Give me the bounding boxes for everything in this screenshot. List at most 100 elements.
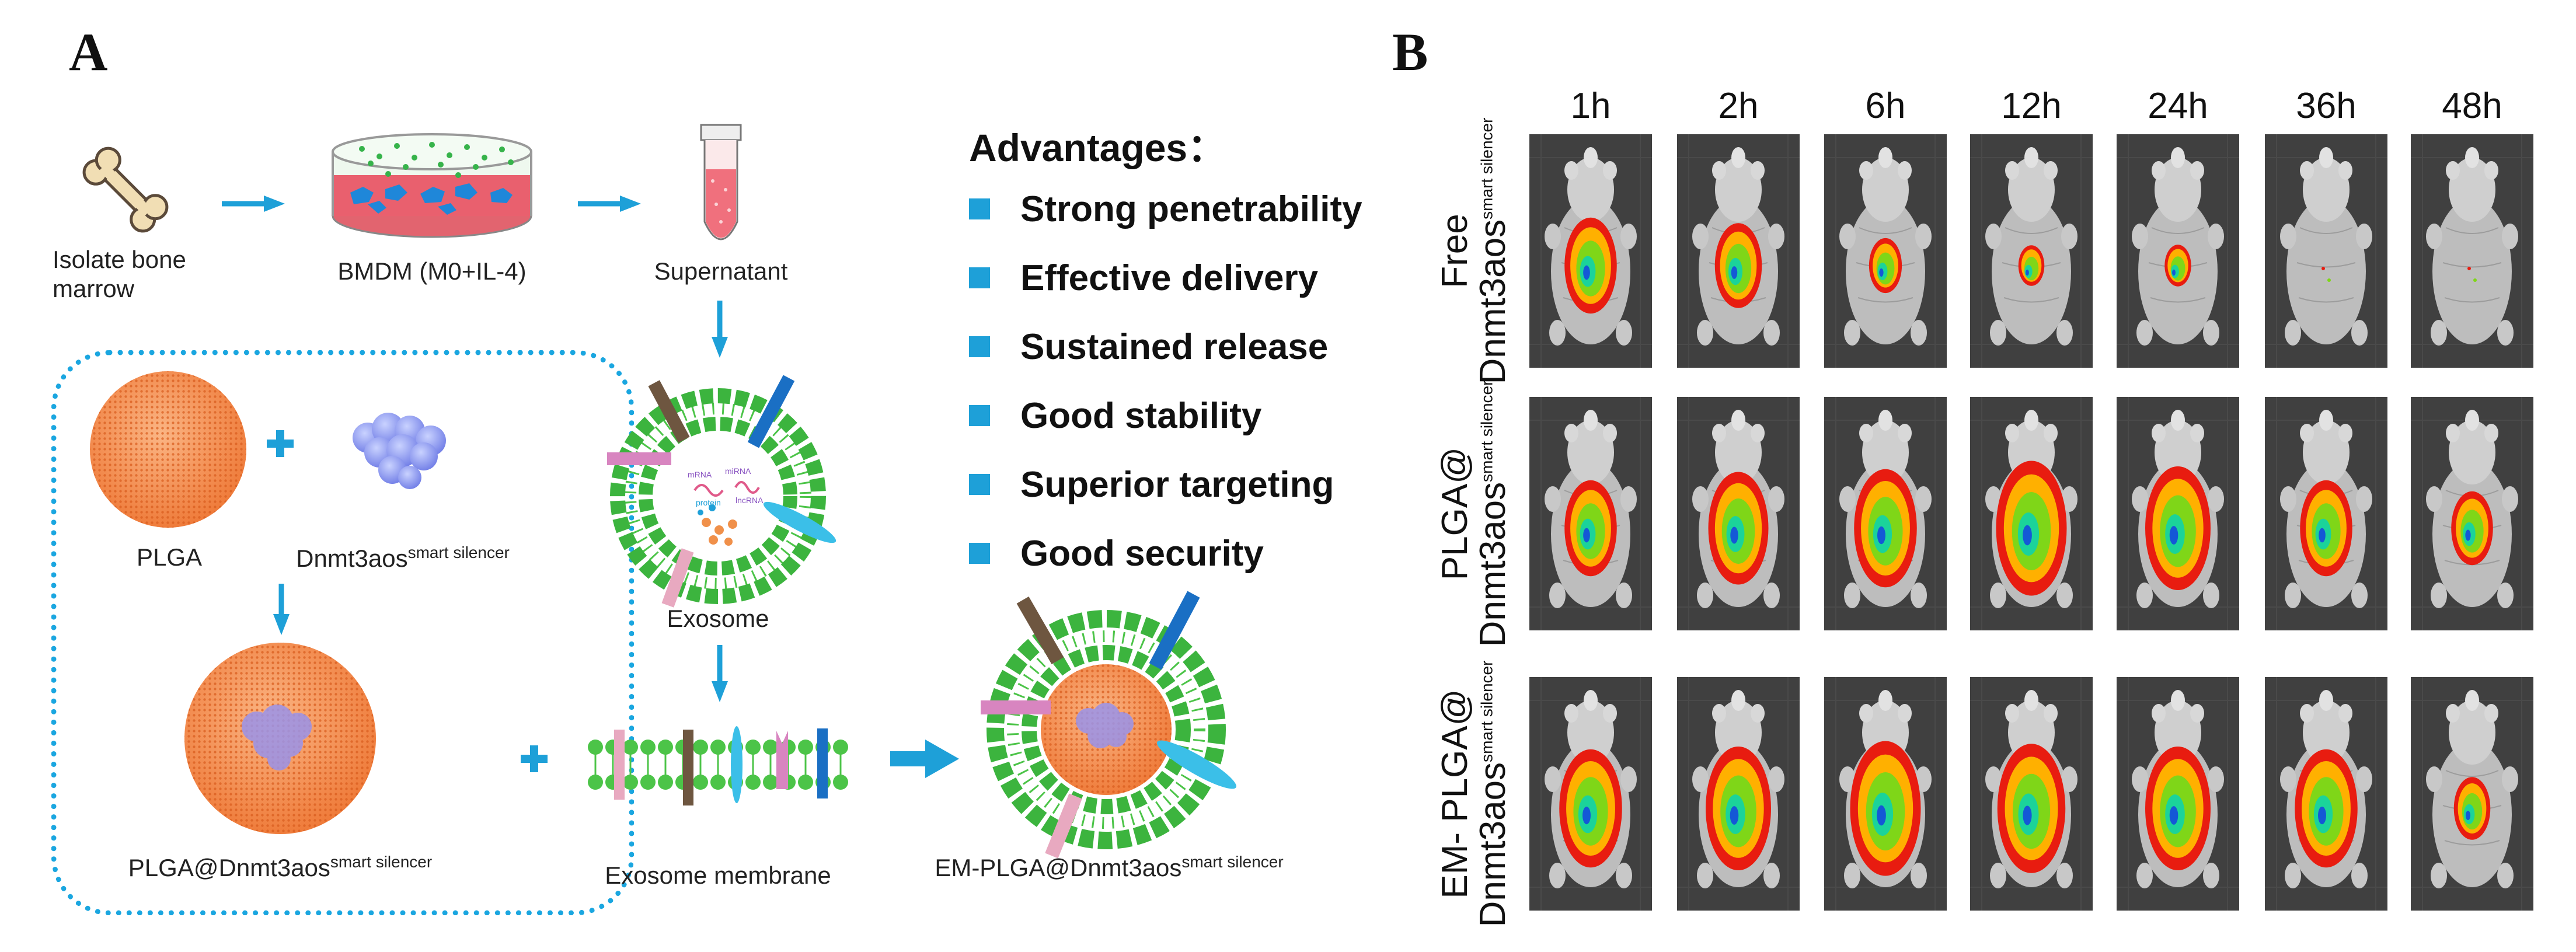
mouse-fluorescence-image	[1677, 677, 1800, 911]
em-plga-nanoparticle-icon	[981, 591, 1237, 859]
supernatant-label: Supernatant	[654, 257, 788, 285]
mouse-fluorescence-image	[2265, 134, 2387, 368]
group-row-label-line1: PLGA@	[1435, 447, 1475, 581]
arrow-to-em-plga	[890, 740, 959, 778]
dnmt-label-sup: smart silencer	[407, 543, 510, 562]
exosome-membrane-icon	[588, 726, 848, 805]
mouse-fluorescence-image	[1824, 134, 1947, 368]
group-row-label-line1: Free	[1435, 214, 1475, 288]
plga-loaded-nanoparticle-icon	[184, 643, 376, 834]
advantages-box: Advantages： Strong penetrability Effecti…	[969, 117, 1424, 577]
arrow-tube-to-exosome	[712, 301, 728, 358]
group-row-label-sup: smart silencer	[1477, 660, 1496, 762]
group-row-label-line1: EM- PLGA@	[1435, 689, 1475, 899]
mouse-fluorescence-image	[2265, 677, 2387, 911]
group-row-label-text: Dnmt3aos	[1473, 219, 1514, 385]
centrifuge-tube-icon	[700, 124, 742, 240]
panel-label-a: A	[69, 22, 108, 82]
advantages-title: Advantages：	[969, 126, 1226, 169]
bullet-icon	[969, 405, 990, 426]
group-row-label-line2: Dnmt3aossmart silencer	[1473, 117, 1514, 385]
plga-loading-box	[51, 350, 634, 915]
advantage-item: Good security	[969, 530, 1424, 577]
culture-dish-icon	[332, 133, 532, 238]
silencer-molecule-icon	[353, 413, 446, 489]
panel-label-b: B	[1392, 22, 1428, 82]
bullet-icon	[969, 474, 990, 495]
plga-nanoparticle-icon	[90, 371, 246, 528]
advantage-item: Effective delivery	[969, 254, 1424, 301]
bullet-icon	[969, 543, 990, 564]
isolate-label-line1: Isolate bone	[53, 246, 186, 273]
mouse-fluorescence-image	[1970, 677, 2093, 911]
timepoint-label: 36h	[2296, 86, 2357, 126]
mouse-fluorescence-image	[2117, 397, 2239, 630]
bullet-icon	[969, 267, 990, 288]
mouse-fluorescence-image	[1677, 397, 1800, 630]
advantage-item: Strong penetrability	[969, 186, 1424, 232]
mouse-fluorescence-image	[1824, 677, 1947, 911]
arrow-bone-to-dish	[222, 196, 285, 212]
em-plga-label-text: EM-PLGA@Dnmt3aos	[935, 854, 1182, 881]
advantage-text: Good security	[1020, 533, 1264, 574]
mouse-fluorescence-image	[1824, 397, 1947, 630]
advantage-item: Good stability	[969, 392, 1424, 439]
exosome-lncrna-text: lncRNA	[735, 496, 764, 505]
plus-icon	[267, 430, 294, 457]
mouse-fluorescence-image	[2117, 677, 2239, 911]
group-row-label-text: Dnmt3aos	[1473, 482, 1514, 647]
mouse-fluorescence-image	[1970, 397, 2093, 630]
exosome-label: Exosome	[667, 605, 769, 632]
isolate-label-line2: marrow	[53, 275, 135, 303]
mouse-fluorescence-image	[1970, 134, 2093, 368]
timepoint-label: 48h	[2442, 86, 2502, 126]
mouse-fluorescence-image	[2117, 134, 2239, 368]
advantage-item: Superior targeting	[969, 461, 1424, 508]
timepoint-label: 1h	[1570, 86, 1611, 126]
advantage-text: Superior targeting	[1020, 464, 1334, 505]
arrow-dish-to-tube	[578, 196, 641, 212]
mouse-fluorescence-image	[2411, 134, 2533, 368]
em-plga-label: EM-PLGA@Dnmt3aossmart silencer	[922, 852, 1296, 883]
mouse-fluorescence-image	[1529, 677, 1652, 911]
timepoint-label: 12h	[2001, 86, 2062, 126]
em-plga-label-sup: smart silencer	[1181, 853, 1284, 871]
plga-dnmt-label: PLGA@Dnmt3aossmart silencer	[117, 852, 444, 883]
plga-label: PLGA	[136, 543, 203, 571]
exosome-mrna-text: mRNA	[688, 470, 712, 479]
dnmt-label-text: Dnmt3aos	[296, 545, 408, 572]
advantage-text: Strong penetrability	[1020, 189, 1362, 229]
group-row-label: PLGA@Dnmt3aossmart silencer	[1435, 380, 1514, 647]
advantage-text: Good stability	[1020, 395, 1262, 436]
dnmt-label: Dnmt3aossmart silencer	[251, 543, 555, 573]
mouse-fluorescence-image	[2411, 677, 2533, 911]
arrow-exosome-down	[712, 645, 728, 702]
mouse-fluorescence-image	[1529, 134, 1652, 368]
mouse-fluorescence-image	[2265, 397, 2387, 630]
timepoint-label: 6h	[1865, 86, 1906, 126]
mouse-fluorescence-image	[1677, 134, 1800, 368]
mouse-fluorescence-image	[2411, 397, 2533, 630]
bmdm-label: BMDM (M0+IL-4)	[337, 257, 527, 285]
group-row-label: EM- PLGA@Dnmt3aossmart silencer	[1435, 660, 1514, 927]
bullet-icon	[969, 198, 990, 219]
advantage-text: Effective delivery	[1020, 257, 1319, 298]
timepoint-label: 24h	[2148, 86, 2208, 126]
group-row-label-line2: Dnmt3aossmart silencer	[1473, 660, 1514, 927]
group-row-label-sup: smart silencer	[1477, 117, 1496, 219]
plus-icon	[521, 745, 548, 772]
bullet-icon	[969, 336, 990, 357]
group-row-label-line2: Dnmt3aossmart silencer	[1473, 380, 1514, 647]
exosome-membrane-label: Exosome membrane	[605, 862, 831, 889]
advantage-text: Sustained release	[1020, 326, 1329, 367]
exosome-mirna-text: miRNA	[725, 466, 751, 476]
isolate-label: Isolate bone marrow	[53, 245, 204, 304]
bone-icon	[82, 147, 169, 233]
mouse-fluorescence-image	[1529, 397, 1652, 630]
group-row-label-text: Dnmt3aos	[1473, 762, 1514, 927]
group-row-label-sup: smart silencer	[1477, 380, 1496, 482]
plga-dnmt-label-sup: smart silencer	[330, 853, 433, 871]
exosome-protein-text: protein	[696, 498, 721, 507]
exosome-icon: mRNA miRNA protein lncRNA	[607, 375, 836, 608]
